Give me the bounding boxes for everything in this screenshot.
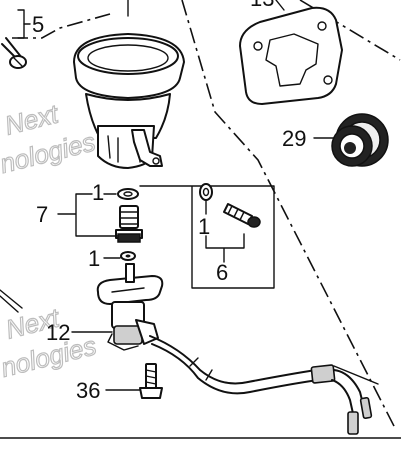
callout-1c: 1 — [88, 246, 100, 271]
callout-29: 29 — [282, 126, 306, 151]
part-6-washer — [199, 183, 213, 201]
callout-6: 6 — [216, 260, 228, 285]
part-29-grommet — [331, 113, 389, 167]
part-6-screw — [223, 203, 261, 228]
section-boundary-top-right — [299, 0, 401, 61]
callout-1b: 1 — [198, 214, 210, 239]
callout-12: 12 — [46, 320, 70, 345]
part-36-bolt — [139, 363, 163, 399]
callout-36: 36 — [76, 378, 100, 403]
part-7-valve — [115, 188, 143, 261]
group-6-frame — [139, 185, 275, 289]
watermark: Next nologies — [0, 98, 99, 180]
part-5-bolt — [1, 9, 31, 69]
bracket-7 — [57, 193, 119, 237]
part-13-gasket — [239, 6, 343, 105]
callout-13: 13 — [250, 0, 274, 11]
callout-1a: 1 — [92, 180, 104, 205]
section-boundary-left — [12, 13, 111, 39]
section-boundary-right — [181, 0, 397, 431]
fuel-cup — [73, 33, 185, 169]
leader-13 — [275, 0, 285, 11]
watermark-line1: Next — [2, 98, 63, 140]
wire-harness — [0, 289, 379, 435]
bracket-6 — [205, 233, 245, 263]
callout-5: 5 — [32, 12, 44, 37]
callout-7: 7 — [36, 202, 48, 227]
